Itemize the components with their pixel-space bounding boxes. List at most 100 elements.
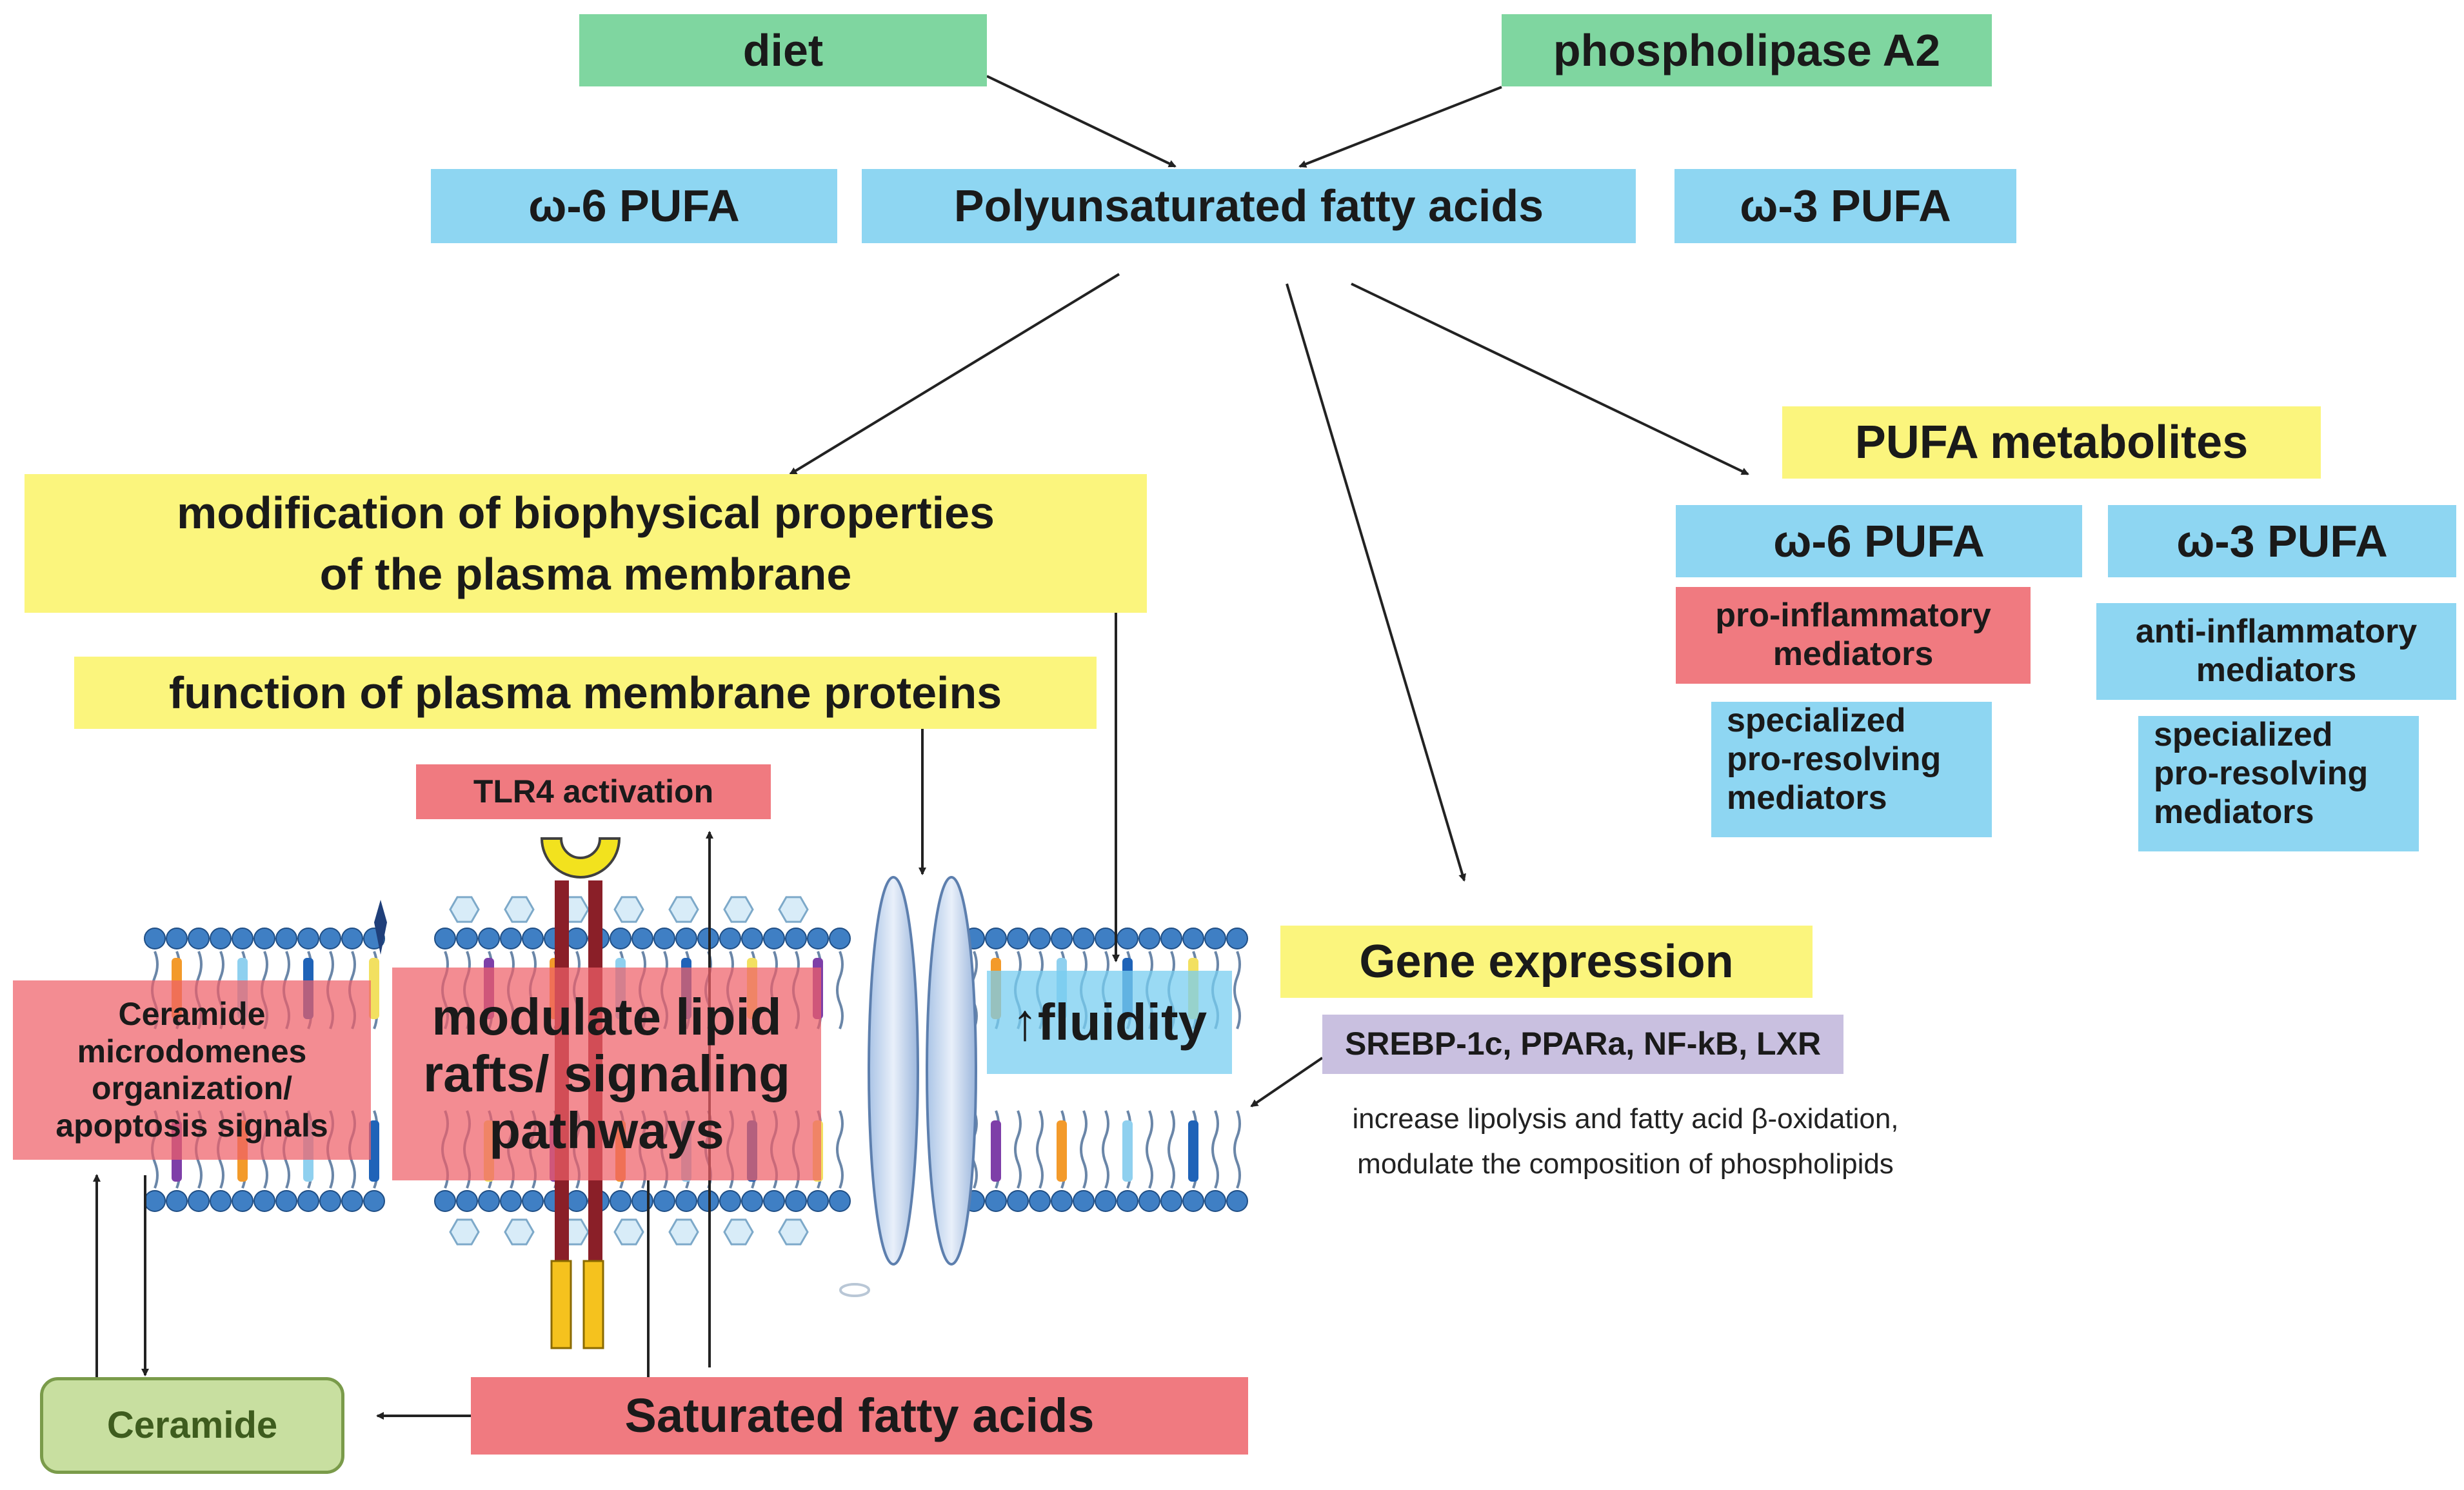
phospholipase-box: phospholipase A2 — [1502, 14, 1992, 86]
lipid-head — [785, 1190, 807, 1212]
lipid-tail — [1146, 1110, 1153, 1189]
lipid-head — [297, 1190, 319, 1212]
omega6-spm-line-1: specialized — [1727, 702, 1906, 739]
lipid-tail — [1211, 1110, 1219, 1189]
cholesterol-icon — [504, 896, 535, 923]
lipid-head — [610, 928, 631, 949]
anti-inflammatory-line-1: anti-inflammatory — [2135, 613, 2418, 651]
gene-expression-box: Gene expression — [1280, 926, 1813, 998]
biophysical-line-2: of the plasma membrane — [319, 548, 852, 599]
lipid-head — [763, 928, 785, 949]
saturated-fatty-acids-box: Saturated fatty acids — [471, 1377, 1248, 1455]
pufa-label: Polyunsaturated fatty acids — [953, 181, 1544, 232]
lipid-head — [653, 1190, 675, 1212]
connector-arrow — [1351, 283, 1749, 475]
biophysical-properties-box: modification of biophysical properties o… — [25, 474, 1147, 613]
lipid-head — [1073, 928, 1095, 949]
lipid-tail — [836, 951, 844, 1029]
lipid-tail — [1014, 1110, 1022, 1189]
lipid-head — [434, 928, 456, 949]
lipid-head — [1160, 1190, 1182, 1212]
lipid-head — [456, 1190, 478, 1212]
lipid-head — [785, 928, 807, 949]
lipid-head — [1138, 928, 1160, 949]
lipid-head — [675, 928, 697, 949]
gene-expression-label: Gene expression — [1359, 935, 1734, 988]
pufa-metabolites-label: PUFA metabolites — [1854, 416, 2249, 468]
lipid-tail — [836, 1110, 844, 1189]
lipid-head — [610, 1190, 631, 1212]
cholesterol-icon — [449, 896, 480, 923]
omega6-spm-box: specialized pro-resolving mediators — [1711, 702, 1992, 837]
tlr4-activation-box: TLR4 activation — [416, 764, 771, 819]
gene-effects-text: increase lipolysis and fatty acid β-oxid… — [1287, 1097, 1964, 1187]
lipid-head — [985, 1190, 1007, 1212]
lipid-head — [719, 928, 741, 949]
lipid-head — [1007, 1190, 1029, 1212]
lipid-head — [631, 1190, 653, 1212]
lipid-head — [1204, 1190, 1226, 1212]
tlr4-activation-label: TLR4 activation — [473, 773, 714, 810]
lipid-head — [522, 928, 544, 949]
ceramide-label: Ceramide — [106, 1404, 278, 1446]
connector-arrow — [789, 273, 1120, 475]
lipid-head — [1029, 1190, 1051, 1212]
cholesterol-icon — [613, 1218, 644, 1246]
lipid-head — [1051, 928, 1073, 949]
lipid-head — [210, 1190, 232, 1212]
anti-inflammatory-line-2: mediators — [2196, 651, 2357, 689]
cholesterol-icon — [449, 1218, 480, 1246]
lipid-tail — [1036, 1110, 1044, 1189]
lipid-head — [566, 1190, 588, 1212]
lipid-head — [1095, 1190, 1117, 1212]
lipid-head — [631, 928, 653, 949]
lipid-head — [675, 1190, 697, 1212]
lipid-head — [232, 1190, 253, 1212]
omega6-pufa-label: ω-6 PUFA — [528, 181, 740, 232]
lipid-head — [500, 1190, 522, 1212]
embedded-lipid — [369, 958, 379, 1019]
omega3-pufa-box: ω-3 PUFA — [1674, 169, 2016, 243]
cholesterol-icon — [504, 1218, 535, 1246]
omega3-spm-line-3: mediators — [2154, 793, 2314, 831]
pro-inflammatory-box: pro-inflammatory mediators — [1676, 587, 2031, 684]
diet-box: diet — [579, 14, 987, 86]
ceramide-microdomains-line-2: microdomenes — [77, 1033, 307, 1069]
lipid-head — [210, 928, 232, 949]
lipid-head — [1226, 928, 1248, 949]
anti-inflammatory-box: anti-inflammatory mediators — [2096, 603, 2456, 700]
ceramide-microdomains-line-3: organization/ — [91, 1070, 293, 1106]
connector-arrows — [93, 75, 1749, 1420]
metabolites-omega6-box: ω-6 PUFA — [1676, 505, 2082, 577]
lipid-head — [188, 1190, 210, 1212]
metabolites-omega6-label: ω-6 PUFA — [1773, 515, 1985, 566]
lipid-head — [500, 928, 522, 949]
cholesterol-icon — [723, 896, 754, 923]
saturated-fatty-acids-label: Saturated fatty acids — [624, 1389, 1095, 1443]
lipid-head — [166, 928, 188, 949]
lipid-head — [297, 928, 319, 949]
diet-label: diet — [742, 25, 824, 75]
lipid-head — [1138, 1190, 1160, 1212]
fluidity-label: ↑fluidity — [1011, 993, 1207, 1051]
omega3-spm-line-1: specialized — [2154, 716, 2333, 753]
lipid-rafts-box: modulate lipid rafts/ signaling pathways — [392, 968, 821, 1180]
lipid-head — [363, 1190, 385, 1212]
phospholipase-label: phospholipase A2 — [1553, 25, 1941, 75]
omega3-spm-box: specialized pro-resolving mediators — [2138, 716, 2419, 851]
lipid-head — [232, 928, 253, 949]
cholesterol-icon — [778, 896, 809, 923]
lipid-head — [275, 1190, 297, 1212]
lipid-head — [456, 928, 478, 949]
cholesterol-icon — [668, 896, 699, 923]
transcription-factors-box: SREBP-1c, PPARa, NF-kB, LXR — [1322, 1015, 1843, 1074]
omega3-pufa-label: ω-3 PUFA — [1740, 181, 1951, 232]
gene-effects-line-2: modulate the composition of phospholipid… — [1357, 1148, 1894, 1180]
omega6-spm-line-3: mediators — [1727, 779, 1887, 817]
lipid-head — [741, 928, 763, 949]
pro-inflammatory-line-2: mediators — [1773, 635, 1934, 673]
lipid-tail — [1167, 1110, 1175, 1189]
connector-arrow — [1298, 86, 1502, 168]
lipid-head — [1160, 928, 1182, 949]
cholesterol-icon — [723, 1218, 754, 1246]
